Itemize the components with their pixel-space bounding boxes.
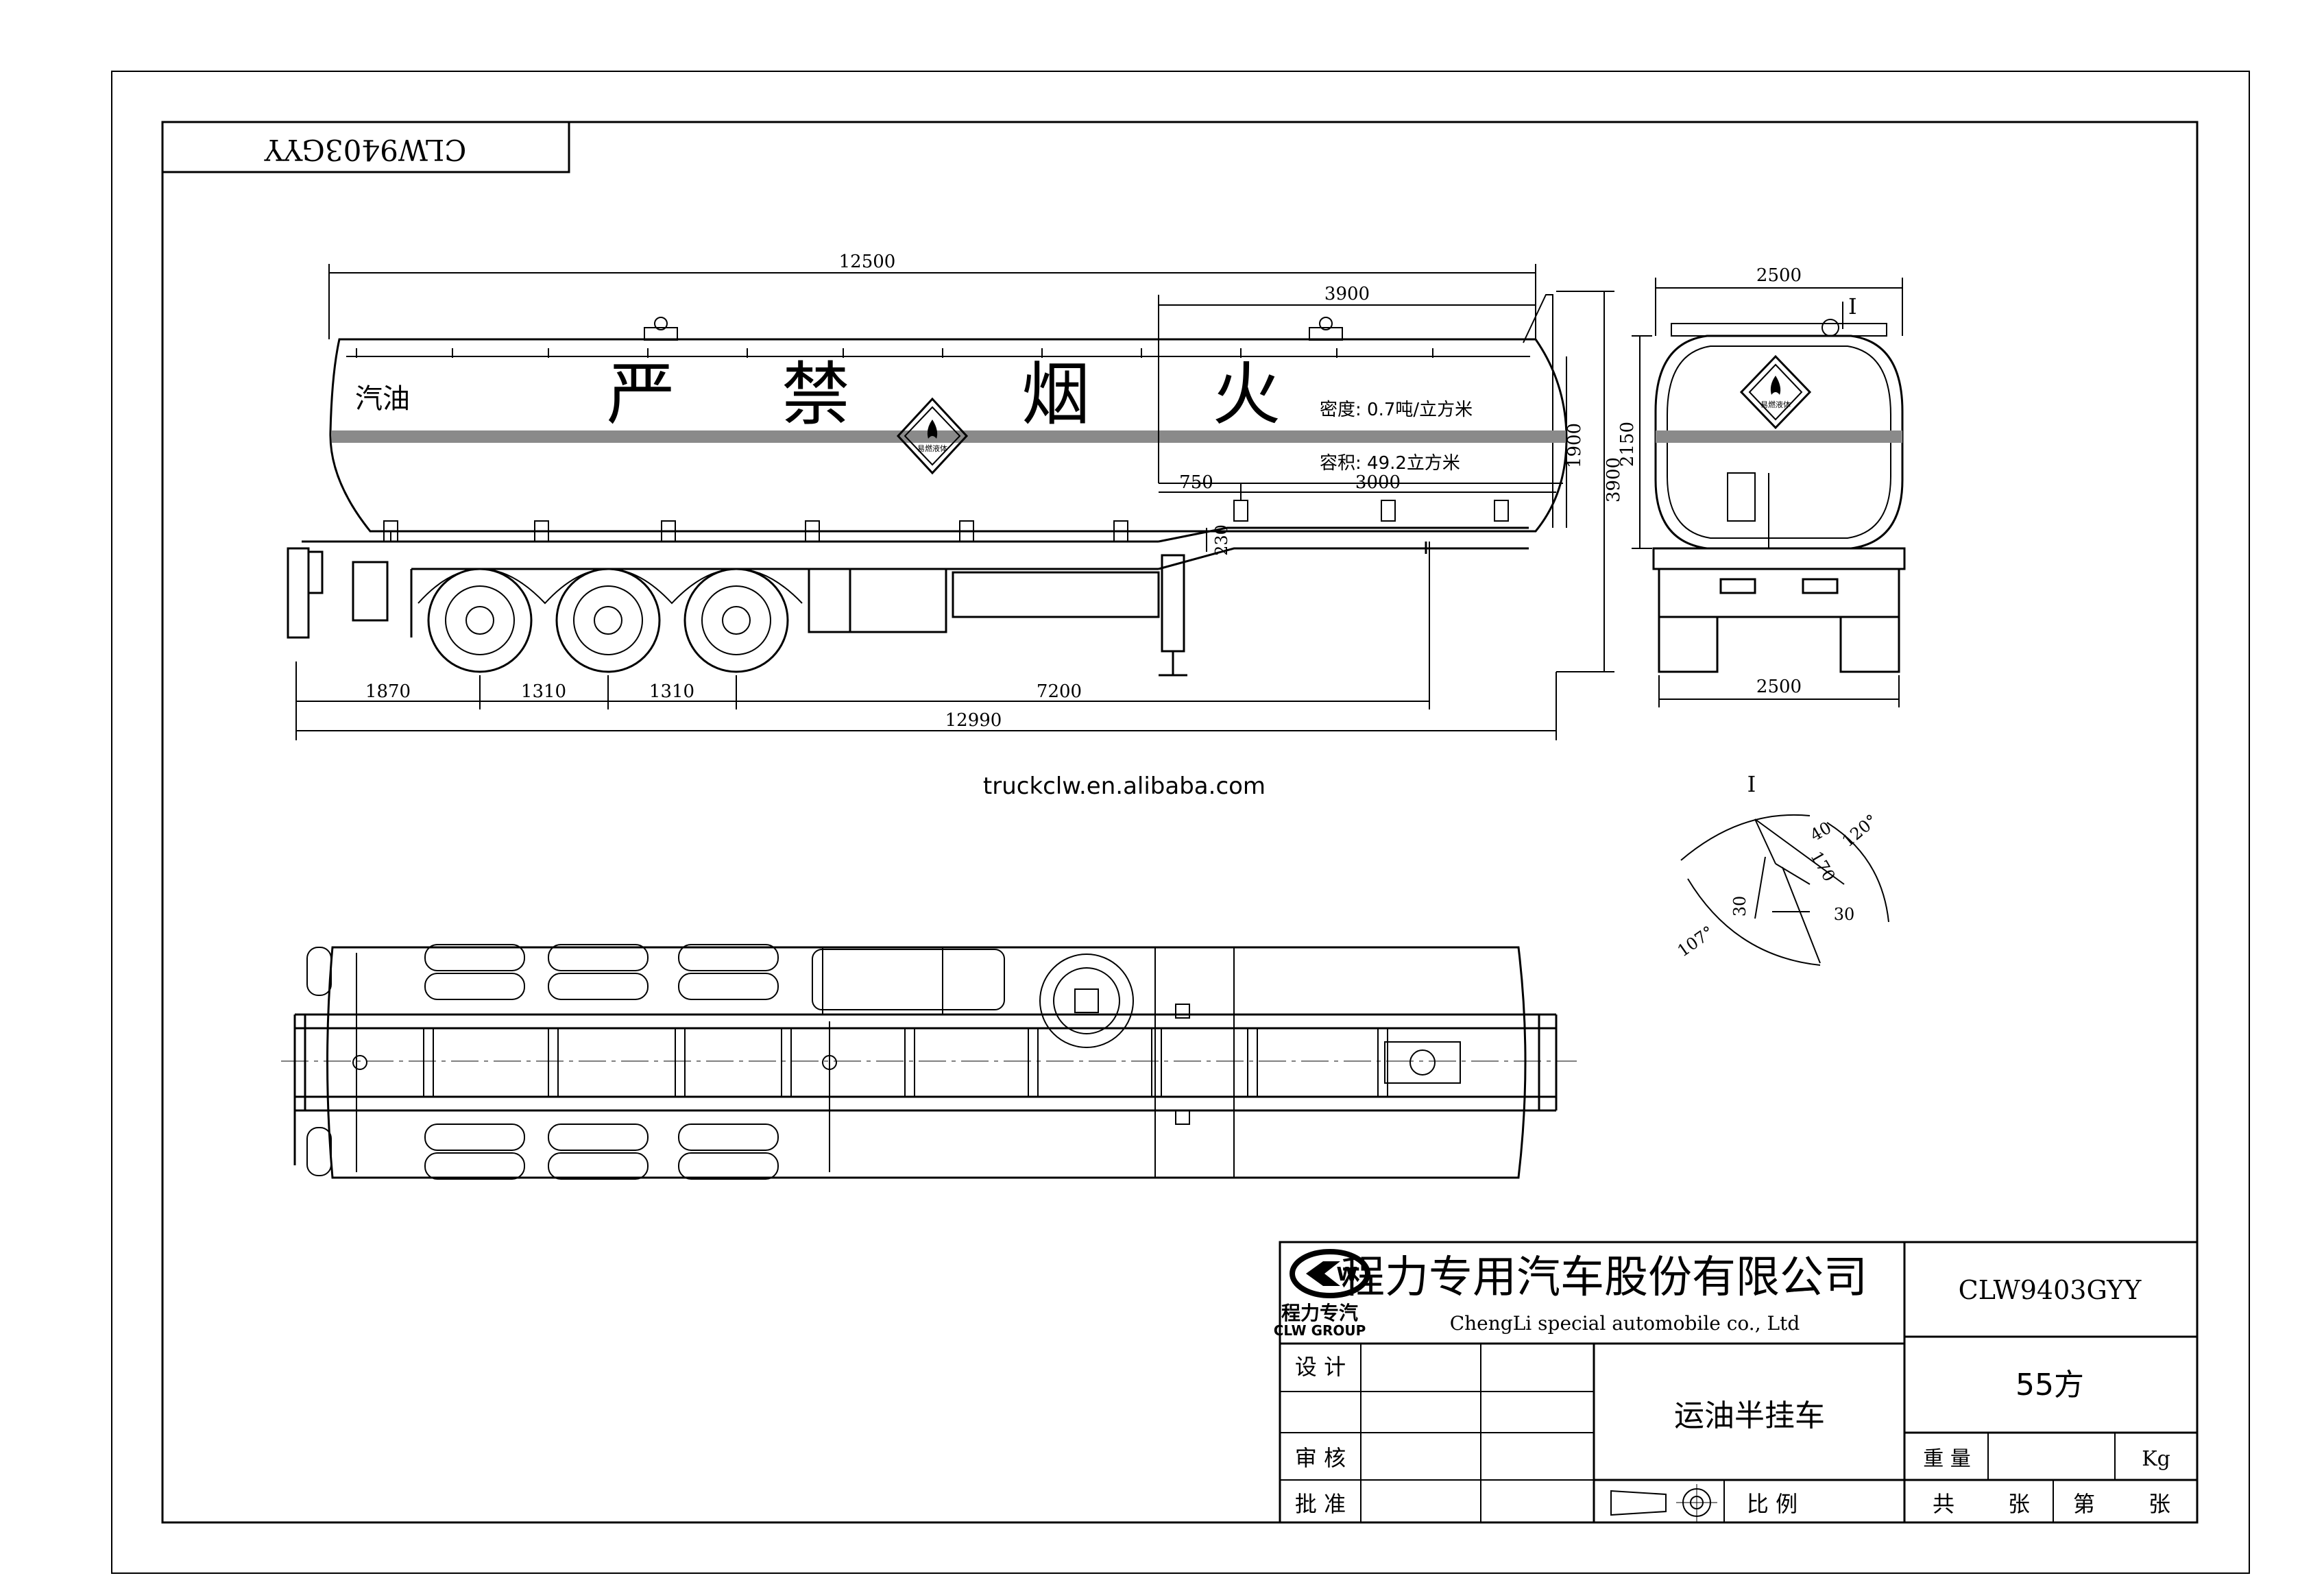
dim-tank-height: 1900 [1564,423,1585,468]
side-hazard-text: 易燃液体 [917,444,947,453]
capacity: 55方 [2016,1368,2084,1402]
volume-note: 容积: 49.2立方米 [1320,453,1460,474]
warning-char-3: 烟 [1021,354,1090,435]
model-code: CLW9403GYY [1959,1275,2142,1305]
rear-detail-marker: I [1848,293,1857,319]
rotated-code-box: CLW9403GYY [161,121,570,173]
dim-overall-length: 12500 [839,252,896,272]
projection-symbol-icon [1610,1484,1717,1522]
warning-char-2: 禁 [782,354,850,435]
dim-step-height: 230 [1212,524,1231,556]
warning-char-4: 火 [1212,354,1281,435]
approve-label: 批 准 [1295,1491,1346,1517]
dim-overall-height: 3900 [1603,457,1624,502]
logo-mark: W [1337,1263,1358,1285]
detail-title: I [1747,771,1756,797]
density-note: 密度: 0.7吨/立方米 [1320,400,1473,420]
dim-gooseneck: 3900 [1324,284,1370,304]
rear-view: 易燃液体 2500 2150 2500 I [1617,265,1906,707]
total-label: 共 [1933,1491,1954,1517]
inner-frame [161,121,2199,1524]
detail-dim-107: 107° [1674,922,1717,960]
dim-front-overhang: 1870 [365,681,411,702]
rear-stripe [1656,430,1902,443]
wheel-axle-1 [427,568,533,673]
dim-axle-to-kingpin: 7200 [1037,681,1082,702]
sheet-label-2: 张 [2149,1491,2170,1517]
wheel-axle-2 [555,568,661,673]
outer-frame [111,71,2250,1574]
rear-hazard-text: 易燃液体 [1760,400,1791,409]
logo-en: CLW GROUP [1274,1322,1366,1339]
dim-front-offset: 750 [1179,472,1213,493]
warning-char-1: 严 [607,354,675,435]
company-cn: 程力专用汽车股份有限公司 [1341,1252,1867,1303]
wheel-axle-3 [683,568,789,673]
product-name: 运油半挂车 [1674,1398,1825,1433]
weight-label: 重 量 [1923,1447,1971,1471]
logo-cn: 程力专汽 [1281,1302,1358,1324]
top-view [281,944,1577,1180]
watermark: truckclw.en.alibaba.com [983,773,1266,800]
dim-axle-spacing-1: 1310 [521,681,566,702]
rear-bottom-width: 2500 [1756,677,1802,697]
scale-label: 比 例 [1747,1491,1798,1517]
detail-dim-30a: 30 [1730,896,1750,917]
weight-unit: Kg [2142,1447,2170,1471]
cargo-label: 汽油 [355,383,410,415]
clw-logo-icon: W [1290,1249,1370,1298]
dim-front-section: 3000 [1355,472,1401,493]
sheet-label: 张 [2008,1491,2030,1517]
detail-dim-30b: 30 [1834,905,1855,924]
rear-height: 2150 [1617,422,1638,467]
rear-top-width: 2500 [1756,265,1802,286]
review-label: 审 核 [1295,1445,1346,1471]
design-label: 设 计 [1295,1354,1346,1380]
dim-total-length: 12990 [945,710,1002,731]
detail-dim-170: 170 [1806,848,1839,885]
tank-stripe [332,430,1566,443]
side-view: 汽油 严 禁 烟 火 易燃液体 密度: 0.7吨/立方米 容积: 49.2立方米 [287,252,1624,740]
rear-flammable-diamond-icon: 易燃液体 [1739,354,1812,430]
detail-dim-120: 120° [1839,811,1881,851]
company-en: ChengLi special automobile co., Ltd [1450,1312,1800,1335]
rotated-drawing-code: CLW9403GYY [263,133,466,167]
number-label: 第 [2073,1491,2095,1517]
detail-I: I 40 120° 170 30 30 107° [1674,771,1889,966]
dim-axle-spacing-2: 1310 [649,681,694,702]
title-block: W 程力专汽 CLW GROUP 程力专用汽车股份有限公司 ChengLi sp… [1274,1241,2199,1524]
detail-dim-40: 40 [1807,818,1835,845]
flammable-diamond-icon: 易燃液体 [896,397,969,475]
